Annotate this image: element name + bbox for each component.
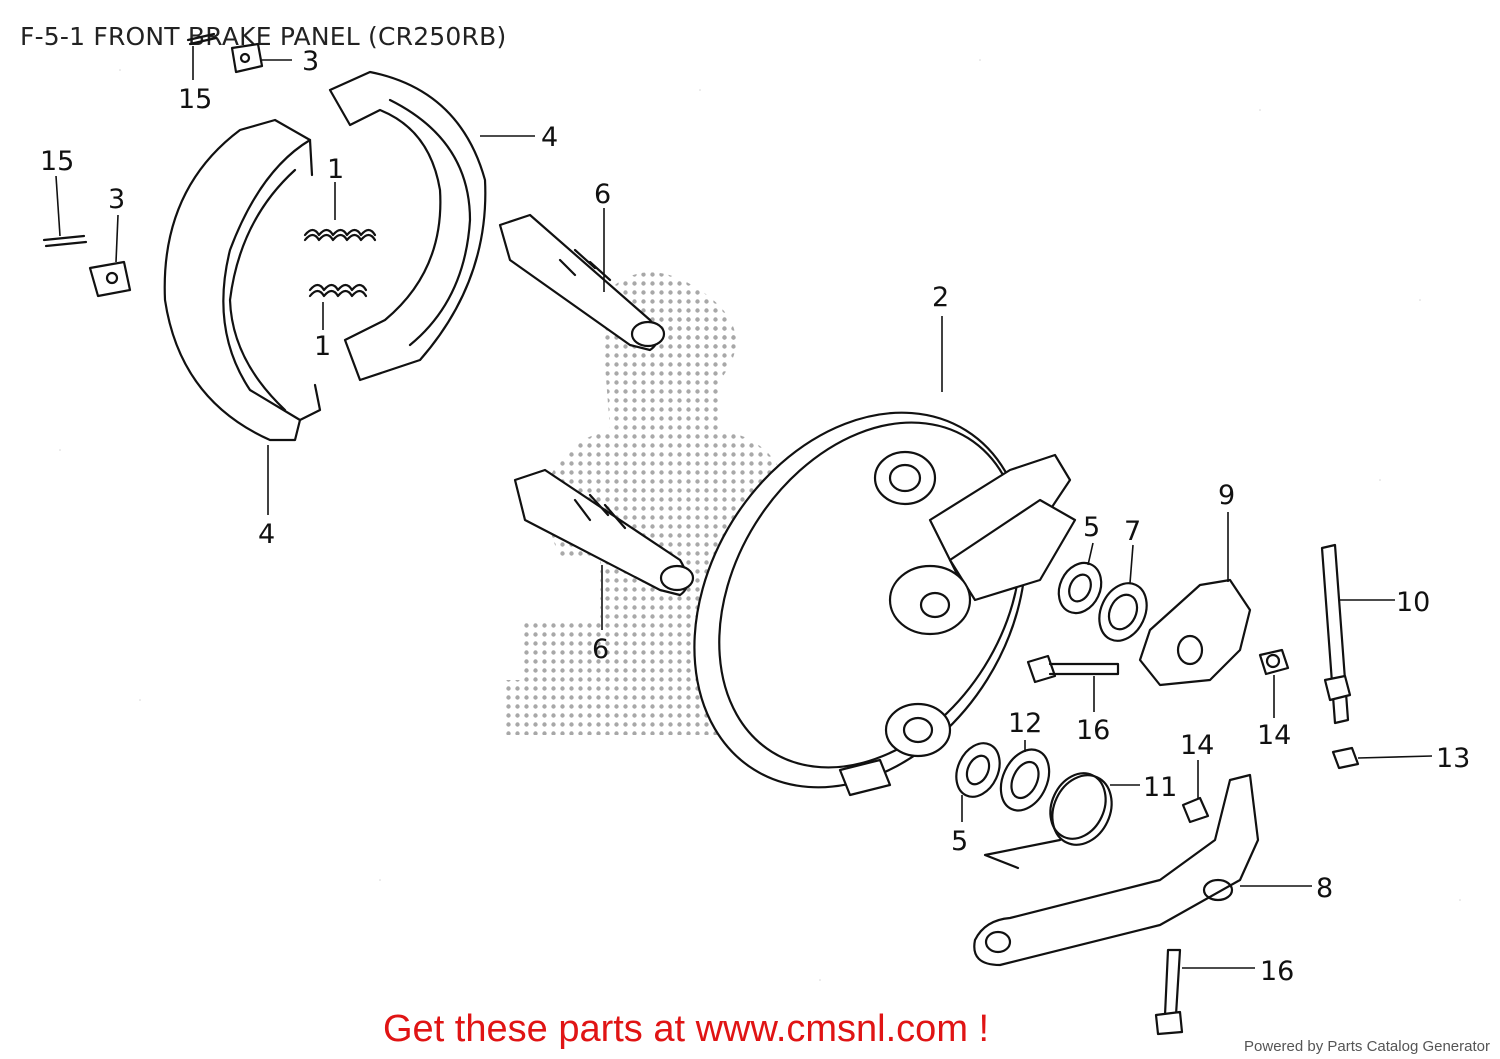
part-5-upper-seal — [1057, 542, 1103, 615]
callout-15-left: 15 — [40, 146, 74, 177]
callout-11: 11 — [1143, 772, 1177, 803]
part-7-washer — [1098, 544, 1148, 642]
callout-2: 2 — [932, 282, 949, 313]
callout-8: 8 — [1316, 873, 1333, 904]
callout-7: 7 — [1124, 516, 1141, 547]
part-15-upper-pin — [186, 32, 218, 80]
part-13-nut — [1331, 746, 1433, 770]
callout-14-right: 14 — [1257, 720, 1291, 751]
part-6-lower-cam — [513, 468, 695, 630]
part-1-upper-spring — [303, 182, 377, 242]
part-11-return-spring — [983, 772, 1140, 870]
callout-10: 10 — [1396, 587, 1430, 618]
part-4-right-brake-shoe — [328, 70, 535, 382]
callout-3-upper: 3 — [302, 46, 319, 77]
part-2-brake-panel — [693, 316, 1077, 797]
part-6-upper-cam — [498, 208, 666, 352]
part-1-lower-spring — [308, 283, 368, 330]
callout-9: 9 — [1218, 480, 1235, 511]
part-9-indicator-plate — [1138, 512, 1252, 687]
callout-14-lower: 14 — [1180, 730, 1214, 761]
footer-credit: Powered by Parts Catalog Generator — [1244, 1038, 1490, 1055]
callout-5-upper: 5 — [1083, 512, 1100, 543]
part-16-lower-bolt — [1154, 948, 1255, 1036]
part-15-left-pin — [42, 175, 88, 248]
part-14-lower-nut — [1181, 760, 1210, 824]
cmsnl-link[interactable]: Get these parts at www.cmsnl.com ! — [383, 1008, 990, 1050]
callout-16-lower: 16 — [1260, 956, 1294, 987]
part-3-left-clip — [88, 214, 132, 298]
callout-1-lower: 1 — [314, 331, 331, 362]
callout-12: 12 — [1008, 708, 1042, 739]
callout-16-upper: 16 — [1076, 715, 1110, 746]
paper-texture — [59, 39, 1461, 981]
callout-1-upper: 1 — [327, 154, 344, 185]
callout-4-upper: 4 — [541, 122, 558, 153]
callout-5-lower: 5 — [951, 826, 968, 857]
part-5-lower-seal — [955, 742, 1001, 822]
page-title: F-5-1 FRONT BRAKE PANEL (CR250RB) — [20, 22, 507, 51]
part-10-stud — [1320, 543, 1395, 725]
part-8-brake-arm — [973, 773, 1312, 967]
callout-13: 13 — [1436, 743, 1470, 774]
callout-3-left: 3 — [108, 184, 125, 215]
callout-15-upper: 15 — [178, 84, 212, 115]
callout-6-lower: 6 — [592, 634, 609, 665]
part-4-left-brake-shoe — [163, 118, 322, 515]
part-3-upper-clip — [230, 42, 292, 74]
part-16-upper-bolt — [1026, 654, 1120, 712]
callout-6-upper: 6 — [594, 179, 611, 210]
callout-labels: 15 3 4 15 3 1 1 6 4 2 6 5 7 9 10 16 14 1… — [40, 46, 1470, 987]
callout-4-lower: 4 — [258, 519, 275, 550]
part-12-washer — [999, 740, 1051, 812]
part-14-right-nut — [1258, 648, 1290, 718]
